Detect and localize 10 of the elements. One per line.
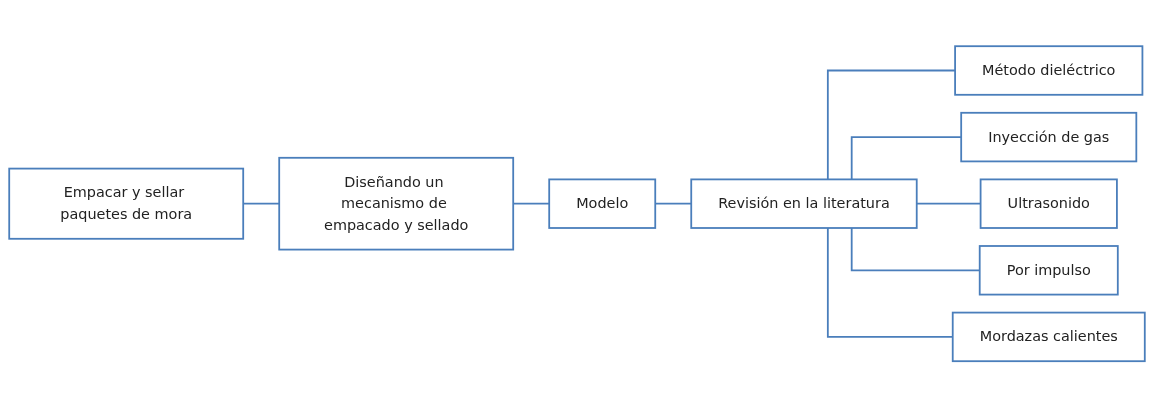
node-box: Diseñando un mecanismo de empacado y sellado	[278, 157, 515, 251]
node-box: Inyección de gas	[960, 112, 1138, 163]
node-box: Revisión en la literatura	[690, 178, 918, 230]
node-box: Por impulso	[978, 245, 1119, 296]
connector	[826, 69, 956, 181]
node-box: Empacar y sellar paquetes de mora	[8, 168, 245, 240]
node-box: Modelo	[548, 178, 657, 230]
node-box: Mordazas calientes	[951, 312, 1146, 363]
node-box: Ultrasonido	[979, 178, 1118, 230]
node-box: Método dieléctrico	[954, 45, 1144, 96]
